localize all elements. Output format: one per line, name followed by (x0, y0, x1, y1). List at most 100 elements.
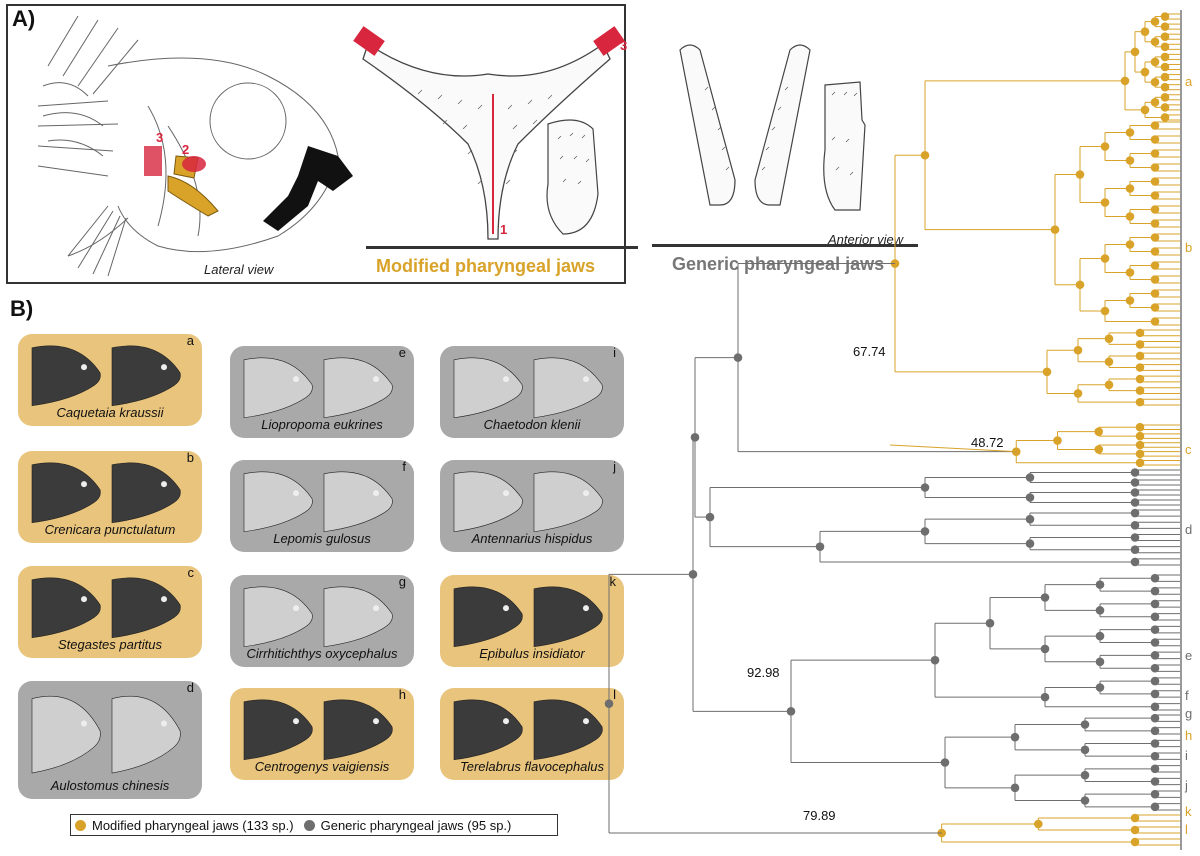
clade-letter-g: g (1185, 706, 1192, 721)
fish-head-silhouette (243, 699, 313, 761)
card-letter: l (613, 688, 616, 702)
clade-letter-k: k (1185, 804, 1192, 819)
fish-head-silhouette (533, 586, 603, 648)
fish-photo-pair (243, 357, 393, 419)
fish-eye (293, 490, 299, 497)
fish-eye (583, 376, 589, 383)
species-name: Antennarius hispidus (471, 531, 593, 546)
fish-head-silhouette (31, 577, 101, 639)
modified-jaw-rule (366, 246, 638, 249)
clade-letter-c: c (1185, 442, 1192, 457)
fish-head-silhouette (243, 357, 313, 419)
fish-head-silhouette (533, 699, 603, 761)
anterior-view-label: Anterior view (828, 232, 904, 247)
species-name: Cirrhitichthys oxycephalus (246, 646, 398, 661)
marker-3-lateral: 3 (156, 130, 164, 145)
node-support-label: 92.98 (747, 665, 780, 680)
clade-letter-b: b (1185, 240, 1192, 255)
tree-node (937, 828, 946, 838)
fish-photo-pair (31, 345, 181, 407)
modified-jaw-illustration (353, 26, 625, 240)
fish-eye (161, 596, 167, 603)
card-letter: h (398, 688, 406, 702)
species-name: Crenicara punctulatum (44, 522, 176, 537)
fish-head-silhouette (323, 699, 393, 761)
tree-branch (889, 444, 1017, 453)
panel-b-label: B) (10, 296, 34, 321)
lateral-view-label: Lateral view (204, 262, 274, 277)
fish-head-silhouette (31, 462, 101, 524)
fish-eye (81, 596, 87, 603)
generic-legend-dot (303, 819, 315, 831)
fish-eye (293, 605, 299, 612)
generic-jaw-illustration-shapes (368, 36, 618, 246)
node-support-label: 67.74 (853, 344, 886, 359)
card-letter: e (398, 346, 406, 360)
fish-eye (81, 720, 87, 727)
fish-eye (373, 376, 379, 383)
card-letter: i (613, 346, 616, 360)
modified-legend-label: Modified pharyngeal jaws (133 sp.) (92, 817, 294, 833)
species-name: Stegastes partitus (57, 637, 163, 652)
species-name: Epibulus insidiator (479, 646, 585, 661)
species-name: Aulostomus chinesis (50, 778, 170, 793)
fish-head-silhouette (111, 345, 181, 407)
fish-head-silhouette (323, 357, 393, 419)
card-letter: g (398, 575, 406, 589)
fish-photo-pair (453, 471, 603, 533)
lateral-skull-illustration (37, 15, 353, 277)
fish-eye (583, 490, 589, 497)
clade-letter-d: d (1185, 522, 1192, 537)
card-letter: c (187, 566, 195, 580)
clade-letter-j: j (1184, 778, 1188, 793)
clade-letter-f: f (1185, 688, 1189, 703)
node-support-label: 48.72 (971, 435, 1004, 450)
tree-node (1010, 783, 1020, 793)
tree-node (890, 259, 900, 268)
fish-photo-pair (453, 586, 603, 648)
generic-jaw-rule (652, 244, 918, 247)
fish-photo-pair (453, 699, 603, 761)
fish-eye (373, 605, 379, 612)
fish-photo-pair (243, 471, 393, 533)
card-letter: a (186, 334, 194, 348)
fish-photo-pair (31, 462, 181, 524)
fish-eye (161, 481, 167, 488)
fish-head-silhouette (453, 586, 523, 648)
species-name: Caquetaia kraussii (56, 405, 164, 420)
fish-head-silhouette (243, 471, 313, 533)
species-name: Centrogenys vaigiensis (254, 759, 390, 774)
fish-eye (81, 364, 87, 371)
fish-head-silhouette (111, 695, 181, 774)
species-name: Terelabrus flavocephalus (459, 759, 605, 774)
fish-eye (503, 605, 509, 612)
marker-1-modified: 1 (500, 222, 508, 237)
fish-eye (503, 376, 509, 383)
fish-head-silhouette (323, 586, 393, 648)
clade-letter-e: e (1185, 648, 1192, 663)
generic-legend-label: Generic pharyngeal jaws (95 sp.) (320, 817, 512, 833)
fish-head-silhouette (111, 577, 181, 639)
fish-head-silhouette (31, 345, 101, 407)
generic-jaw-drawing (679, 44, 866, 211)
fish-photo-pair (243, 699, 393, 761)
tree-node (920, 527, 930, 536)
card-letter: j (613, 460, 616, 474)
fish-photo-pair (31, 577, 181, 639)
fish-eye (503, 490, 509, 497)
jaw-type-legend: Modified pharyngeal jaws (133 sp.) Gener… (70, 814, 558, 836)
fish-eye (373, 490, 379, 497)
tree-node (940, 758, 950, 767)
fish-eye (293, 718, 299, 725)
tree-node (1011, 447, 1021, 456)
fish-eye (503, 718, 509, 725)
fish-photo-pair (453, 357, 603, 419)
card-letter: k (609, 575, 617, 589)
clade-letter-l: l (1185, 822, 1188, 837)
